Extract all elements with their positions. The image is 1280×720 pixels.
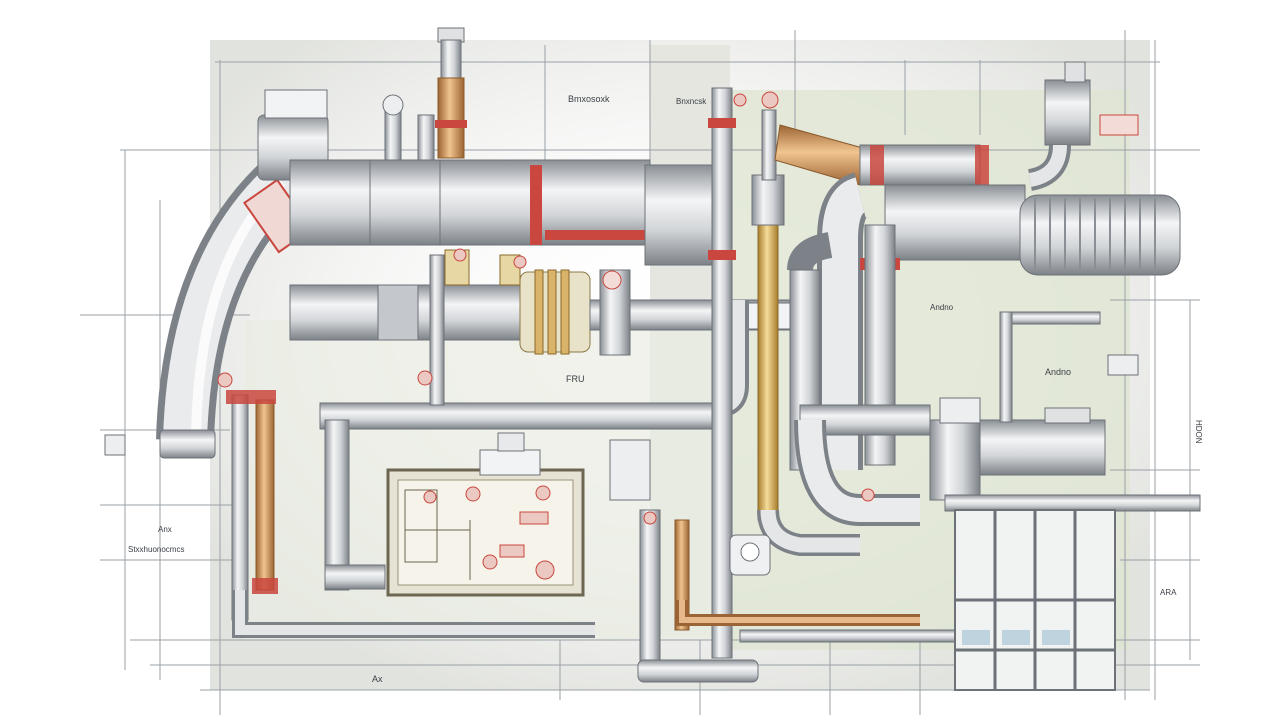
label-right-mid: Andno bbox=[1045, 367, 1071, 377]
label-center: FRU bbox=[566, 374, 585, 384]
central-vertical-pipes bbox=[637, 87, 961, 683]
top-copper-riser bbox=[382, 27, 467, 161]
right-mechanical-unit bbox=[1027, 61, 1139, 191]
diagram-labels: Bmxosoxk Bnxncsk FRU Andno Andno Anx Stx… bbox=[128, 94, 1203, 684]
label-right-upper: Andno bbox=[930, 303, 954, 312]
right-bottom-tank bbox=[954, 509, 1116, 691]
top-main-duct bbox=[257, 89, 716, 266]
label-left-top: Anx bbox=[158, 525, 172, 534]
label-top-left: Bmxosoxk bbox=[568, 94, 610, 104]
label-left-bottom: Stxxhuonocmcs bbox=[128, 545, 184, 554]
label-top-mid: Bnxncsk bbox=[676, 97, 707, 106]
copper-diagonal-duct bbox=[774, 124, 989, 186]
control-panel-icon bbox=[386, 432, 585, 597]
valve-icon bbox=[104, 91, 1139, 525]
flange-icon bbox=[602, 270, 622, 290]
brass-coupling bbox=[534, 269, 570, 355]
gauge-icon bbox=[382, 94, 404, 116]
right-lower-machinery bbox=[794, 311, 1201, 526]
label-right-bottom: ARA bbox=[1160, 588, 1177, 597]
label-bottom: Ax bbox=[372, 674, 383, 684]
label-right-vertical: HDON bbox=[1194, 420, 1203, 444]
left-vertical-pipes bbox=[226, 390, 595, 638]
